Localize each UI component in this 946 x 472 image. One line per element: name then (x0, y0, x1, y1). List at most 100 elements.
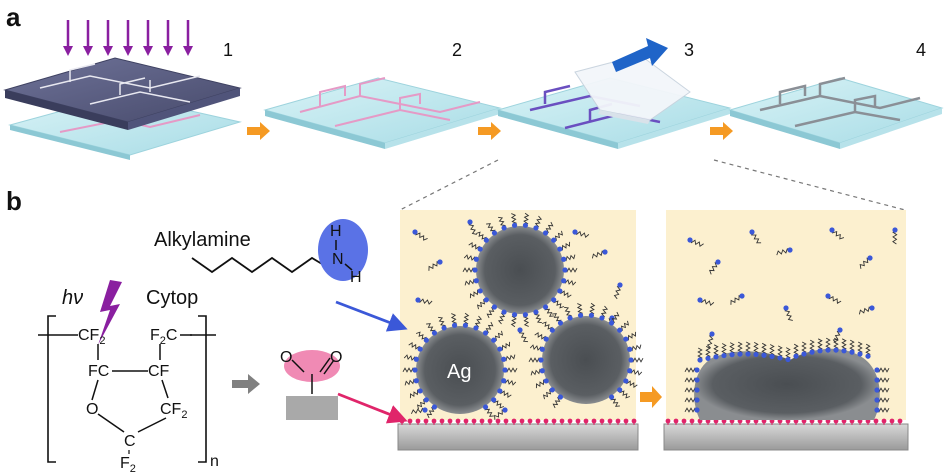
ligand (737, 341, 743, 357)
ligand (462, 267, 478, 273)
ligand (552, 394, 564, 409)
carboxyl-ellipse (284, 350, 340, 382)
o-atom: O (86, 401, 98, 418)
ligand (482, 404, 494, 417)
ligand (874, 397, 890, 403)
ligand (561, 254, 576, 262)
sintering-arrow (640, 386, 662, 408)
step-3-number: 3 (684, 40, 694, 60)
ligand (501, 378, 517, 386)
amine-h-bottom: H (350, 269, 362, 286)
ligand (841, 338, 847, 354)
ligand (541, 321, 555, 333)
surface-dot (897, 418, 903, 425)
surface-dot (681, 418, 687, 425)
ligand (552, 313, 564, 326)
ligand (874, 367, 890, 373)
ligand (403, 354, 419, 362)
surface-dot (881, 418, 887, 425)
ligand (428, 259, 443, 271)
peeled-film (574, 54, 691, 124)
repeat-subscript: n (210, 453, 219, 470)
ligand (687, 237, 704, 247)
ligand (491, 397, 505, 409)
f2-bottom: F2 (120, 455, 136, 472)
ligand (510, 312, 518, 328)
uv-arrow (163, 20, 173, 56)
ligand (817, 338, 823, 354)
ligand (497, 341, 511, 352)
ligand (617, 387, 631, 399)
nanoparticle-top (476, 226, 564, 314)
carboxyl-surface-group: O O (280, 349, 342, 420)
surface-dot (889, 418, 895, 425)
surface-dot (415, 418, 421, 425)
uv-arrow (103, 20, 113, 56)
surface-dot (487, 418, 493, 425)
ligand (684, 377, 700, 383)
uv-arrow (123, 20, 133, 56)
ligand (463, 254, 479, 262)
ligand (502, 367, 518, 373)
ligand (412, 229, 428, 241)
ligand (608, 394, 620, 407)
alkyl-chain (191, 256, 323, 274)
ag-label: Ag (447, 361, 471, 383)
surface-dot (689, 418, 695, 425)
surface-dot (673, 418, 679, 425)
ligand (777, 345, 783, 361)
ligand (551, 297, 565, 309)
peel-arrow (612, 38, 668, 72)
surface-dot (607, 418, 613, 425)
surface-dot (559, 418, 565, 425)
ligand (404, 378, 419, 386)
ligand (557, 241, 571, 252)
ligand (599, 305, 609, 321)
ligand (476, 297, 489, 310)
conversion-arrow (232, 374, 260, 394)
ligand (426, 404, 438, 419)
photomask (3, 57, 242, 130)
uv-arrow (63, 20, 73, 56)
ligand (730, 293, 745, 305)
carboxyl-o-left: O (280, 349, 292, 366)
ligand (874, 407, 890, 413)
ligand (510, 213, 518, 228)
ligand (628, 357, 644, 363)
panel-b-letter: b (6, 186, 22, 216)
ligand (729, 342, 735, 358)
ligand (426, 323, 438, 336)
ligand (608, 311, 620, 326)
surface-dot (495, 418, 501, 425)
ligand (482, 321, 494, 336)
step-2-number: 2 (452, 40, 462, 60)
ligand (874, 387, 890, 393)
carboxyl-pointer-arrow (337, 392, 408, 424)
lightning-icon (98, 280, 122, 345)
ligand (591, 249, 608, 259)
alkylamine-label: Alkylamine (154, 229, 251, 251)
fc-group: FC (88, 363, 109, 380)
ligand (542, 221, 554, 236)
surface-dot (631, 418, 637, 425)
ligand (849, 339, 855, 355)
process-arrows-a (247, 122, 733, 140)
ligand (530, 368, 545, 376)
step-4-substrate (728, 76, 944, 149)
ligand-shells (684, 337, 890, 413)
ligand (557, 288, 572, 299)
ligand (829, 227, 845, 240)
ligand (533, 309, 542, 324)
ligand (576, 303, 584, 318)
surface-dot (519, 418, 525, 425)
ligand (542, 304, 554, 317)
ligand (438, 316, 447, 331)
ligand (528, 357, 544, 363)
cf2-right: F2C (150, 327, 177, 347)
ligand (769, 344, 775, 360)
ligand (416, 397, 429, 410)
ligand (410, 407, 428, 414)
ligand (561, 278, 577, 286)
surface-dot (575, 418, 581, 425)
